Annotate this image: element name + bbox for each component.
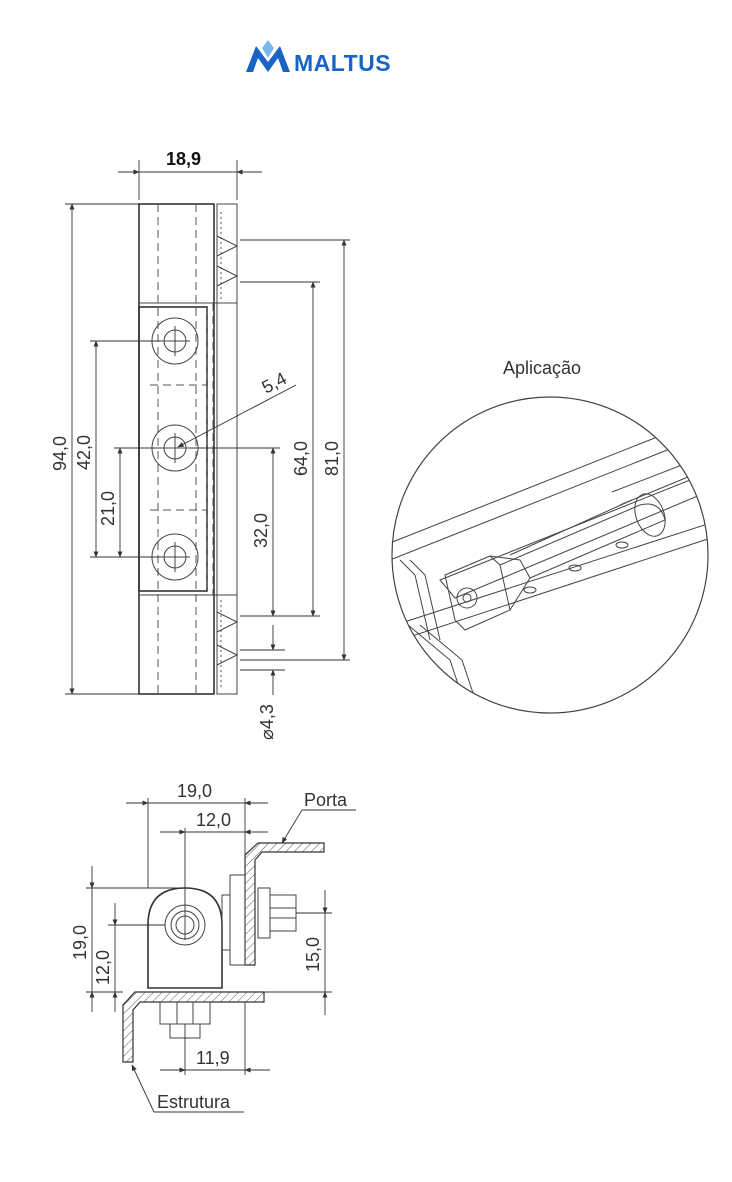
side-dimension-axis-height-label: 12,0	[93, 950, 113, 985]
dimension-center-offset-label: 32,0	[251, 513, 271, 548]
structure-section	[122, 991, 265, 1063]
dimension-inner-hole-spacing: 21,0	[98, 447, 160, 558]
dimension-overall-height-label: 94,0	[50, 436, 70, 471]
dimension-total-span-label: 81,0	[322, 441, 342, 476]
dimension-overall-height: 94,0	[50, 203, 139, 695]
structure-callout: Estrutura	[131, 1064, 244, 1113]
detail-circle	[391, 396, 709, 714]
door-section	[244, 842, 325, 966]
side-dimension-door-offset-label: 15,0	[303, 937, 323, 972]
side-dimension-width: 19,0	[126, 781, 268, 888]
brand-name: MALTUS	[294, 50, 391, 76]
door-callout: Porta	[281, 790, 356, 844]
dimension-outer-hole-spacing: 42,0	[74, 340, 160, 558]
side-dimension-height-label: 19,0	[70, 925, 90, 960]
side-dimension-bottom-offset: 11,9	[160, 1002, 270, 1075]
application-view: Aplicação	[391, 358, 709, 714]
side-view-drawing: 19,0 12,0 19,0 12,0	[70, 781, 356, 1113]
dimension-outer-hole-spacing-label: 42,0	[74, 435, 94, 470]
side-dimension-height: 19,0	[70, 866, 180, 1012]
dimension-mount-span: 64,0	[240, 281, 320, 617]
dimension-inner-hole-spacing-label: 21,0	[98, 491, 118, 526]
dimension-width: 18,9	[118, 149, 262, 200]
dimension-width-label: 18,9	[166, 149, 201, 169]
side-dimension-axis-offset: 12,0	[160, 810, 268, 940]
application-title: Aplicação	[503, 358, 581, 378]
side-dimension-door-offset: 15,0	[264, 890, 332, 1015]
dimension-hole-diameter-label: 5,4	[258, 368, 289, 397]
side-dimension-bottom-offset-label: 11,9	[196, 1048, 230, 1068]
dimension-center-offset: 32,0	[190, 447, 280, 617]
dimension-mount-hole-diameter: ⌀4,3	[240, 625, 285, 740]
side-dimension-axis-height: 12,0	[93, 903, 165, 1012]
door-label: Porta	[304, 790, 348, 810]
brand-logo: MALTUS	[246, 40, 391, 76]
dimension-mount-hole-diameter-label: ⌀4,3	[257, 704, 277, 740]
structure-label: Estrutura	[157, 1092, 231, 1112]
dimension-total-span: 81,0	[240, 239, 350, 661]
m-letter-logo-icon	[246, 40, 290, 72]
side-dimension-axis-offset-label: 12,0	[196, 810, 231, 830]
dimension-mount-span-label: 64,0	[291, 441, 311, 476]
front-view-drawing: 18,9 94,0 42,0 21,0 5,4	[50, 149, 350, 740]
side-dimension-width-label: 19,0	[177, 781, 212, 801]
